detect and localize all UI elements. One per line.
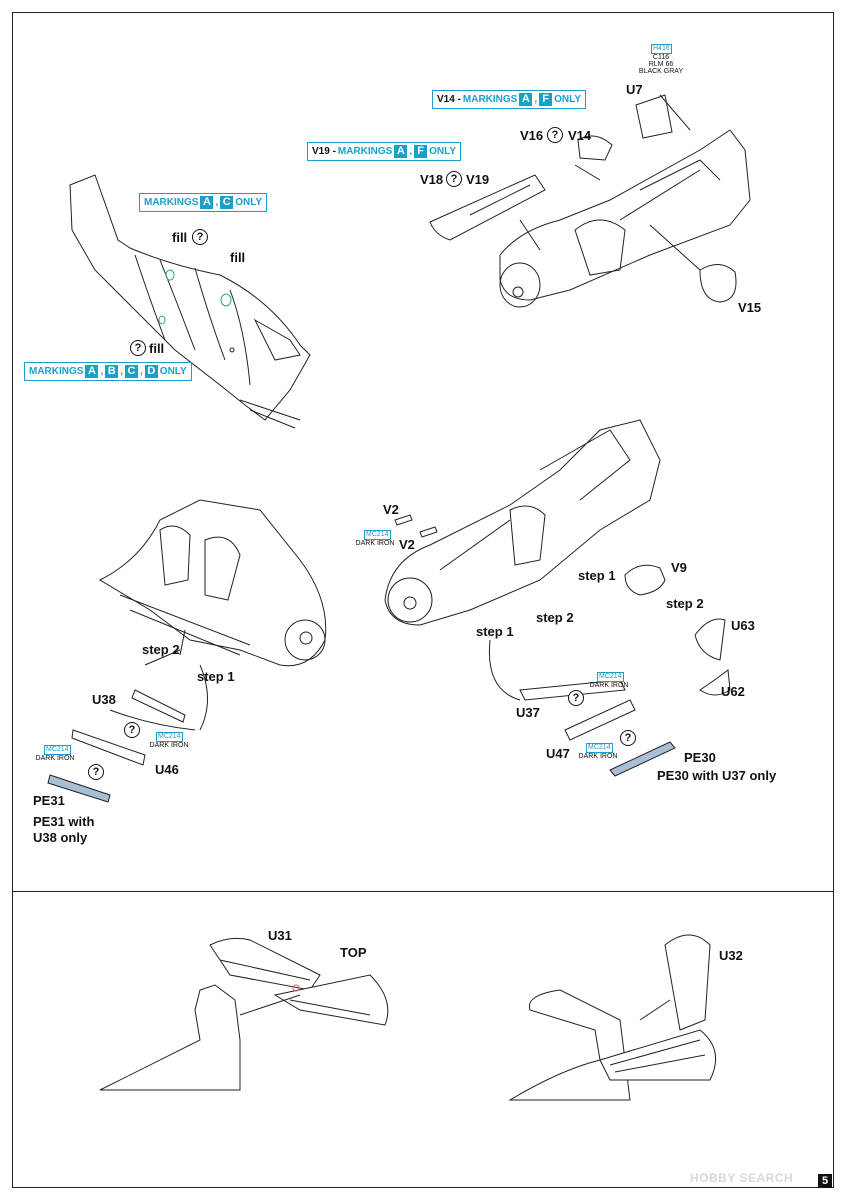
label-u47: U47	[546, 746, 570, 761]
label-u37: U37	[516, 705, 540, 720]
marking-letter: C	[125, 365, 139, 378]
label-u63: U63	[731, 618, 755, 633]
marking-letter: C	[220, 196, 234, 209]
label-step2: step 2	[142, 642, 180, 657]
markings-banner-v14: V14 - MARKINGS A, F ONLY	[432, 90, 587, 109]
marking-letter: A	[394, 145, 408, 158]
label-v2: V2	[399, 537, 415, 552]
page-frame	[12, 12, 834, 1188]
fuselage-rear-view-topleft	[69, 174, 311, 429]
label-fill: fill	[149, 341, 165, 356]
label-step2: step 2	[536, 610, 574, 625]
marking-letter: B	[105, 365, 119, 378]
label-v19: V19	[466, 172, 490, 187]
markings-banner-v19: V19 - MARKINGS A, F ONLY	[307, 142, 462, 161]
label-v18: V18	[420, 172, 444, 187]
marking-letter: D	[144, 365, 158, 378]
question-icon: ?	[88, 764, 104, 780]
label-pe31-note: PE31 with	[33, 814, 95, 829]
paint-code-mc214: MC214	[364, 530, 391, 540]
label-v15: V15	[738, 300, 762, 315]
paint-black-gray: BLACK GRAY	[638, 68, 684, 75]
marking-letter: A	[85, 365, 99, 378]
question-icon: ?	[547, 127, 563, 143]
label-step1: step 1	[476, 624, 514, 639]
paint-code-mc214: MC214	[597, 672, 624, 682]
paint-dark-iron: DARK IRON	[578, 753, 618, 760]
banner-only: ONLY	[429, 146, 457, 157]
paint-rlm66: RLM 66	[648, 61, 674, 68]
label-u46: U46	[155, 762, 179, 777]
label-v9: V9	[671, 560, 687, 575]
question-icon: ?	[124, 722, 140, 738]
label-top: TOP	[340, 945, 367, 960]
paint-c116: C116	[652, 54, 670, 61]
fuselage-cockpit-topright	[429, 94, 751, 308]
question-icon: ?	[568, 690, 584, 706]
fuselage-nose-right	[384, 419, 731, 777]
paint-dark-iron: DARK IRON	[35, 755, 75, 762]
banner-markings: MARKINGS	[144, 197, 199, 208]
banner-only: ONLY	[159, 366, 187, 377]
question-icon: ?	[130, 340, 146, 356]
paint-code-mc214: MC214	[156, 732, 183, 742]
label-pe30-note: PE30 with U37 only	[657, 768, 777, 783]
fuselage-nose-left	[47, 499, 327, 803]
page-number: 5	[818, 1174, 832, 1188]
label-u38: U38	[92, 692, 116, 707]
label-fill: fill	[230, 250, 246, 265]
label-pe31-note: U38 only	[33, 830, 88, 845]
paint-code-mc214: MC214	[44, 745, 71, 755]
label-u7: U7	[626, 82, 643, 97]
paint-dark-iron: DARK IRON	[355, 540, 395, 547]
label-v2: V2	[383, 502, 399, 517]
label-u62: U62	[721, 684, 745, 699]
marking-letter: F	[414, 145, 428, 158]
banner-lead: V19 -	[312, 146, 336, 157]
markings-banner-ac: MARKINGS A, C ONLY	[139, 193, 268, 212]
label-u31: U31	[268, 928, 292, 943]
banner-markings: MARKINGS	[462, 94, 518, 105]
banner-markings: MARKINGS	[337, 146, 393, 157]
paint-code-mc214: MC214	[586, 743, 613, 753]
marking-letter: A	[519, 93, 533, 106]
question-icon: ?	[446, 171, 462, 187]
banner-lead: V14 -	[437, 94, 461, 105]
tail-assembly-left	[99, 937, 389, 1091]
hobby-search-logo: HOBBY SEARCH	[690, 1171, 794, 1185]
label-u32: U32	[719, 948, 743, 963]
paint-code-h416: H416	[651, 44, 672, 54]
banner-markings: MARKINGS	[29, 366, 84, 377]
paint-dark-iron: DARK IRON	[589, 682, 629, 689]
label-step2: step 2	[666, 596, 704, 611]
banner-only: ONLY	[235, 197, 263, 208]
question-icon: ?	[192, 229, 208, 245]
marking-letter: A	[200, 196, 214, 209]
banner-only: ONLY	[554, 94, 582, 105]
label-pe30: PE30	[684, 750, 716, 765]
label-step1: step 1	[197, 669, 235, 684]
label-v14: V14	[568, 128, 592, 143]
tail-assembly-right	[508, 934, 717, 1101]
markings-banner-abcd: MARKINGS A, B, C, D ONLY	[24, 362, 192, 381]
label-step1: step 1	[578, 568, 616, 583]
paint-dark-iron: DARK IRON	[149, 742, 189, 749]
question-icon: ?	[620, 730, 636, 746]
label-fill: fill	[172, 230, 188, 245]
label-pe31: PE31	[33, 793, 65, 808]
section-divider	[12, 891, 834, 892]
label-v16: V16	[520, 128, 544, 143]
marking-letter: F	[539, 93, 553, 106]
